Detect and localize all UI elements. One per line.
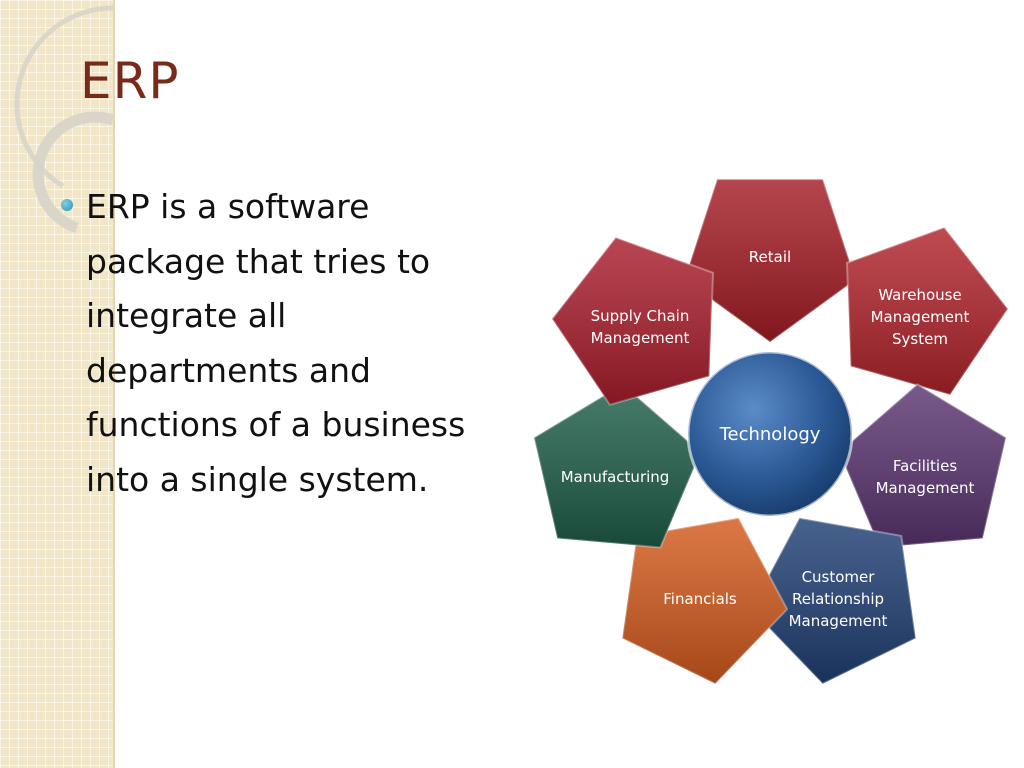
segment-label: Management bbox=[876, 479, 975, 497]
bullet-text: ERP is a software package that tries to … bbox=[86, 187, 466, 499]
segment-shade bbox=[839, 384, 1006, 548]
segment-label: System bbox=[892, 330, 948, 348]
segment-label: Facilities bbox=[893, 457, 957, 475]
decorative-rings bbox=[14, 5, 115, 234]
segment-label: Warehouse bbox=[878, 286, 961, 304]
slide-title: ERP bbox=[80, 52, 180, 110]
segment-label: Management bbox=[871, 308, 970, 326]
segment-label: Management bbox=[789, 612, 888, 630]
segment-label: Relationship bbox=[792, 590, 884, 608]
segment-shade bbox=[552, 237, 713, 405]
bullet-icon bbox=[61, 199, 73, 211]
diagram-center: Technology bbox=[686, 350, 854, 518]
center-circle bbox=[686, 350, 854, 518]
segment-label: Supply Chain bbox=[591, 307, 690, 325]
segment-shade bbox=[534, 384, 701, 548]
center-label: Technology bbox=[719, 424, 821, 445]
segment-shade bbox=[622, 517, 788, 684]
erp-diagram: RetailWarehouseManagementSystemFacilitie… bbox=[532, 178, 1010, 685]
segment-shade bbox=[750, 517, 916, 684]
segment-shade bbox=[684, 179, 856, 342]
segment-label: Retail bbox=[749, 248, 791, 266]
diagram-segment: Manufacturing bbox=[532, 383, 702, 549]
segment-label: Customer bbox=[802, 568, 876, 586]
diagram-segment: Financials bbox=[621, 516, 789, 685]
diagram-segment: Retail bbox=[683, 178, 857, 344]
segment-label: Financials bbox=[663, 590, 737, 608]
segment-shade bbox=[847, 227, 1008, 395]
segment-label: Management bbox=[591, 329, 690, 347]
segment-label: Manufacturing bbox=[561, 468, 670, 486]
